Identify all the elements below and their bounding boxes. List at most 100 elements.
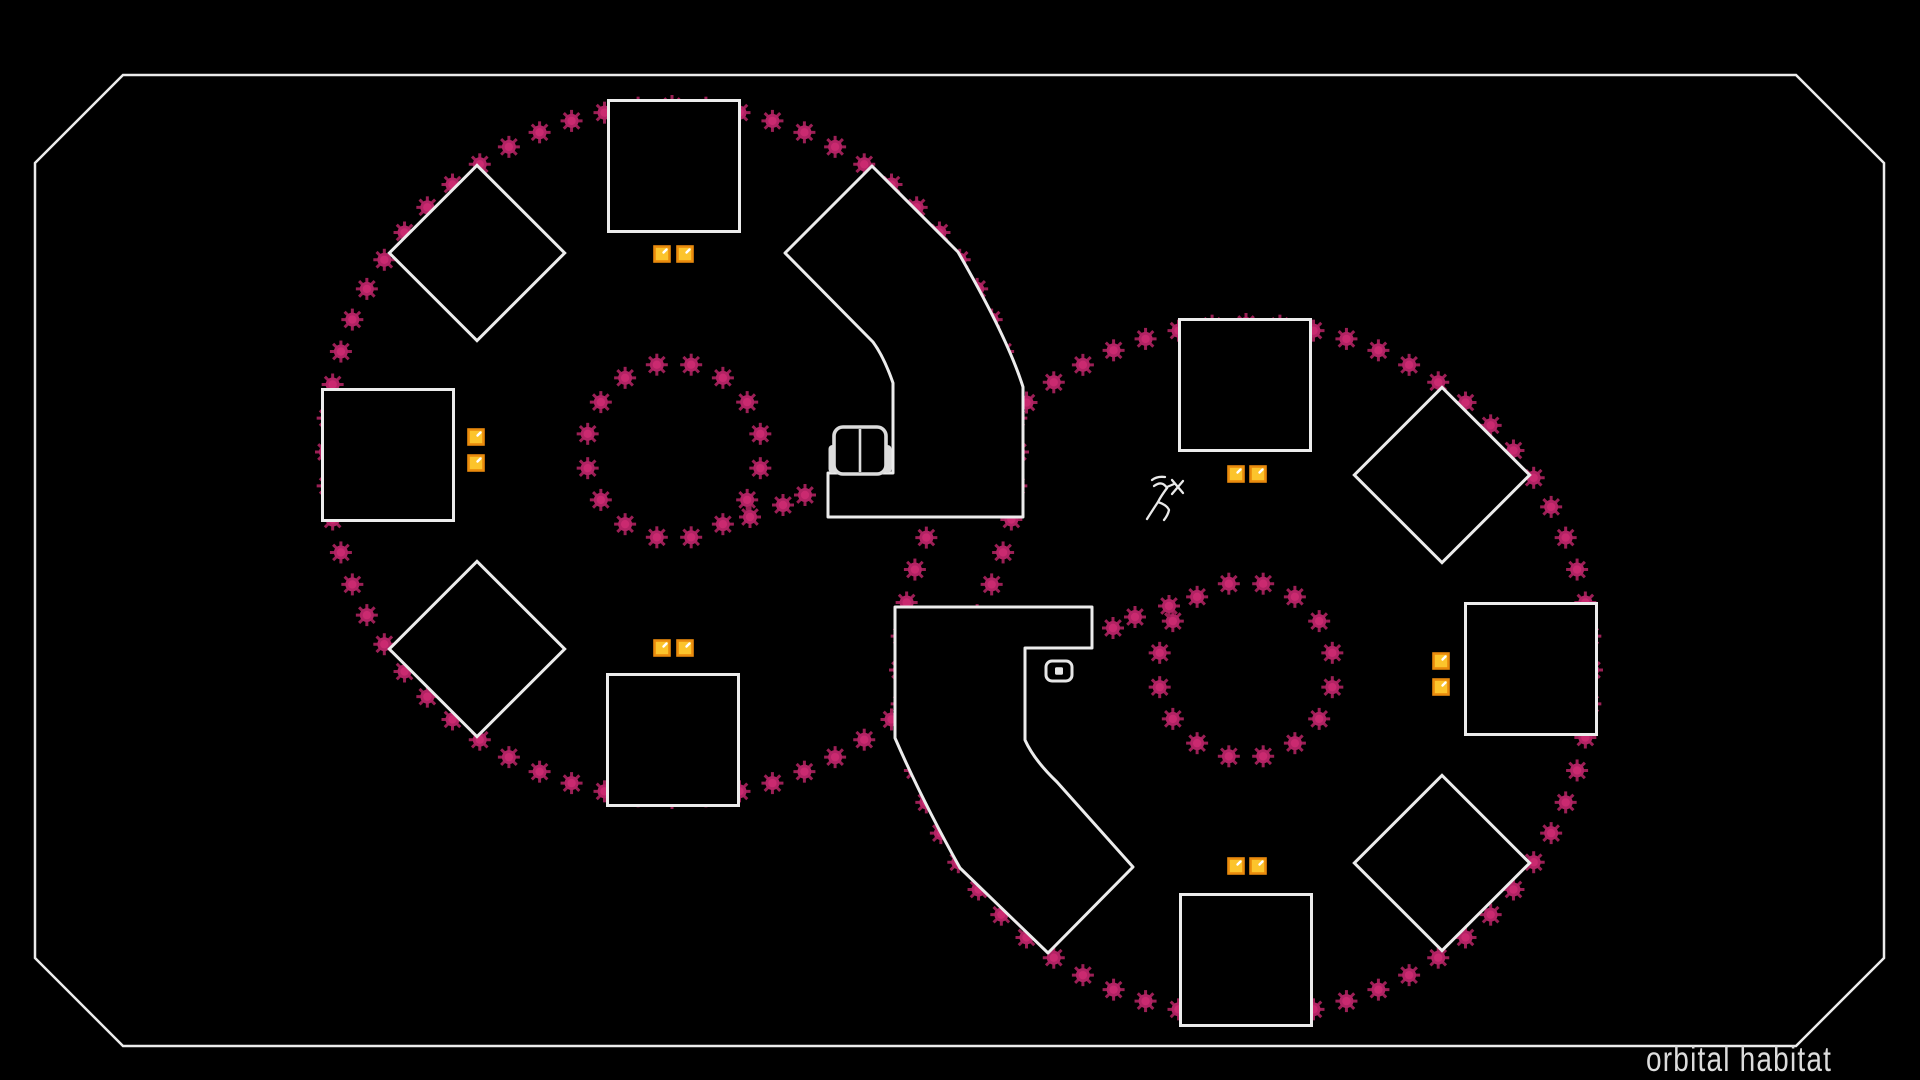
ninja-stroke [1156,500,1171,522]
mine-icon [1283,732,1306,755]
mine-icon [794,484,816,506]
mine-icon [1427,946,1450,969]
gold-icon [653,245,671,263]
mine-icon [560,109,583,132]
mine-icon [736,391,759,414]
mine-icon [1321,641,1344,664]
mine-icon [1071,964,1094,987]
mine-icon [1134,327,1157,350]
mine-icon [739,506,761,528]
mine-icon [1217,572,1240,595]
tile-diamond [387,163,567,343]
mine-icon [1566,558,1589,581]
mine-icon [793,121,816,144]
mine-icon [772,494,794,516]
mine-icon [1321,676,1344,699]
mine-icon [614,513,637,536]
mine-icon [1398,964,1421,987]
mine-icon [1148,641,1171,664]
mine-icon [980,573,1003,596]
tile-square [1179,893,1313,1027]
mine-icon [1158,595,1180,617]
mine-icon [711,366,734,389]
mine-icon [329,340,352,363]
mine-icon [1102,617,1124,639]
tile-diamond [387,559,567,739]
mine-icon [1367,339,1390,362]
mine-icon [793,760,816,783]
gold-icon [1227,857,1245,875]
mine-icon [1217,745,1240,768]
mine-icon [497,746,520,769]
mine-icon [341,573,364,596]
mine-icon [355,277,378,300]
mine-icon [761,109,784,132]
mine-icon [1161,707,1184,730]
gold-layer [467,245,1450,875]
tile-square [607,99,741,233]
mine-icon [1479,414,1502,437]
mine-icon [1148,676,1171,699]
level-border [33,73,1886,1048]
gold-icon [1249,465,1267,483]
mine-icon [1252,572,1275,595]
mine-icon [749,457,772,480]
mine-icon [1540,822,1563,845]
mine-icon [1308,707,1331,730]
mine-icon [1102,339,1125,362]
ninja-stroke [1150,475,1167,482]
mine-icon [853,153,876,176]
mine-icon [1000,508,1023,531]
gold-icon [467,428,485,446]
mine-icon [341,308,364,331]
exit-switch [1044,659,1074,683]
tile-square [321,388,455,522]
mine-icon [1071,353,1094,376]
level-title: orbital habitat [1646,1040,1833,1079]
mine-icon [576,422,599,445]
mine-icon [1398,353,1421,376]
tiles-layer [321,99,1598,1027]
ninja-player [1145,475,1185,522]
mine-icon [1554,791,1577,814]
gold-icon [676,639,694,657]
gold-icon [467,454,485,472]
gold-icon [676,245,694,263]
gold-icon [1227,465,1245,483]
mine-icon [680,353,703,376]
mine-icon [1335,990,1358,1013]
gold-icon [1249,857,1267,875]
mine-icon [528,121,551,144]
mine-icon [589,488,612,511]
gold-icon [1432,678,1450,696]
tile-square [606,673,740,807]
tile-diamond [1352,773,1532,953]
exit-door [828,425,892,476]
walls-layer [783,164,1135,955]
mine-icon [749,422,772,445]
curved-wall-bottom [893,605,1135,955]
switch-core [1055,667,1063,675]
mine-icon [1479,903,1502,926]
mine-icon [589,391,612,414]
mine-icon [560,772,583,795]
mine-icon [915,526,938,549]
mine-icon [1186,585,1209,608]
mine-icon [1124,606,1146,628]
mine-icon [1102,978,1125,1001]
mine-icon [355,604,378,627]
mine-icon [1252,745,1275,768]
curved-wall-top [783,164,1025,519]
mine-icon [497,135,520,158]
mine-icon [1161,610,1184,633]
tile-square [1178,318,1312,452]
tile-diamond [1352,385,1532,565]
mine-icon [645,353,668,376]
mine-icon [824,746,847,769]
mine-icon [736,488,759,511]
mine-icon [528,760,551,783]
mine-icon [903,558,926,581]
mine-icon [1540,495,1563,518]
